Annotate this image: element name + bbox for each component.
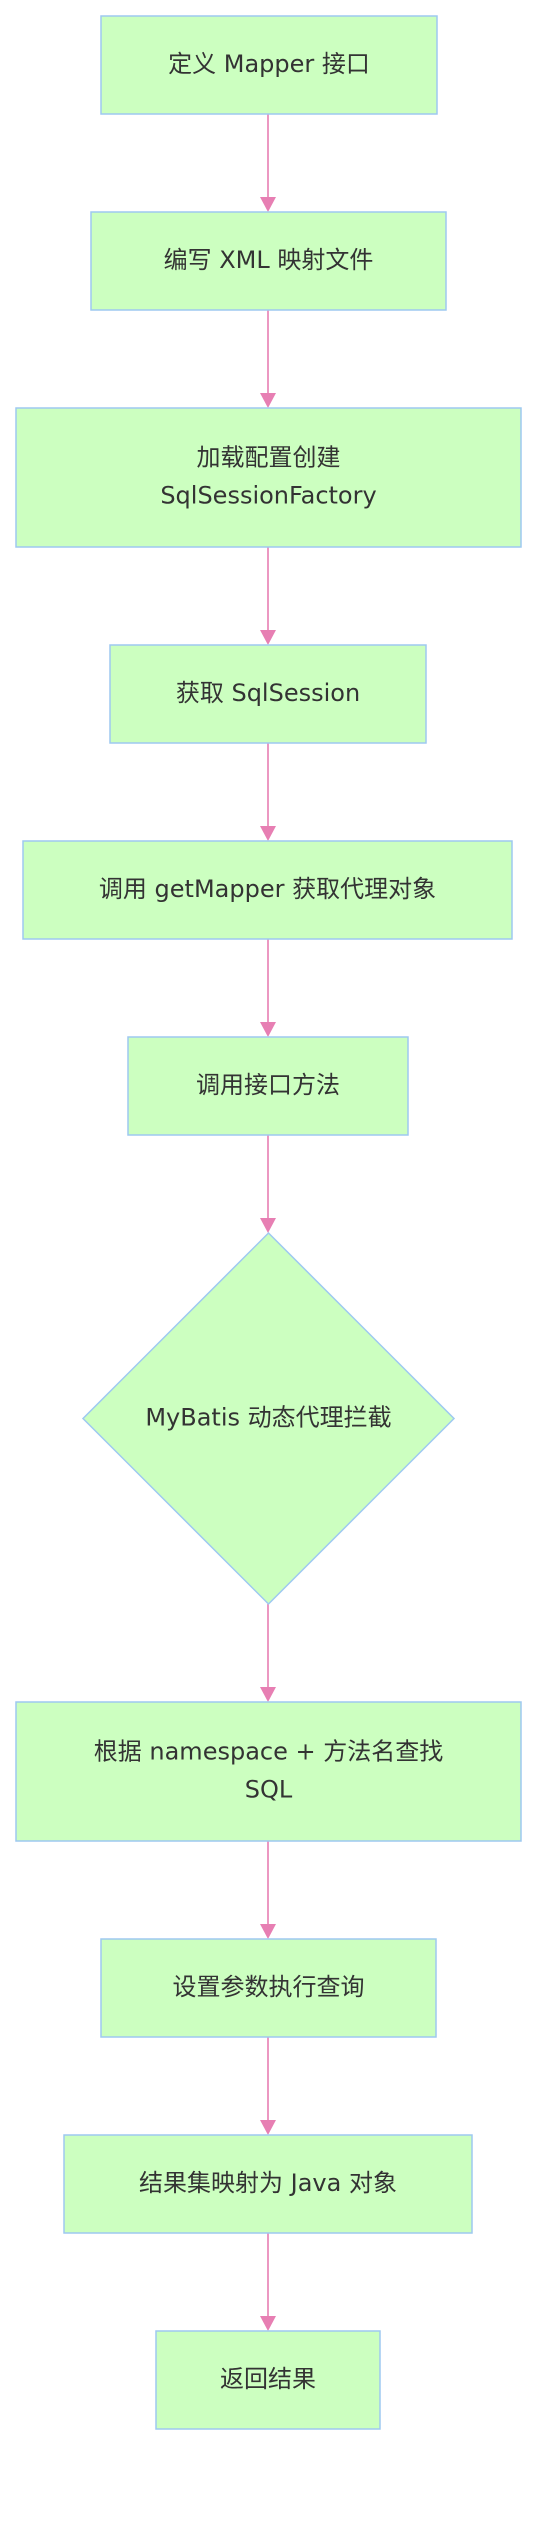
node-label: 定义 Mapper 接口	[168, 50, 370, 78]
node-define-mapper: 定义 Mapper 接口	[100, 15, 438, 115]
node-call-method: 调用接口方法	[127, 1036, 409, 1136]
arrowhead-icon	[260, 2316, 276, 2331]
node-label: 结果集映射为 Java 对象	[139, 2169, 397, 2197]
arrowhead-icon	[260, 826, 276, 841]
node-label: 返回结果	[220, 2365, 316, 2393]
process-box	[15, 1701, 522, 1842]
decision-diamond	[81, 1231, 456, 1606]
node-get-mapper: 调用 getMapper 获取代理对象	[22, 840, 513, 940]
process-box	[100, 1938, 437, 2038]
edge-call-method-to-proxy-intercept	[260, 1135, 276, 1233]
process-box	[63, 2134, 473, 2234]
arrowhead-icon	[260, 197, 276, 212]
process-box	[155, 2330, 381, 2430]
arrowhead-icon	[260, 393, 276, 408]
node-label: 调用 getMapper 获取代理对象	[99, 875, 436, 903]
node-label: MyBatis 动态代理拦截	[145, 1404, 391, 1432]
node-proxy-intercept: MyBatis 动态代理拦截	[81, 1231, 456, 1606]
node-map-result: 结果集映射为 Java 对象	[63, 2134, 473, 2234]
edge-map-result-to-return-result	[260, 2233, 276, 2331]
arrowhead-icon	[260, 1022, 276, 1037]
process-box	[109, 644, 427, 744]
process-box	[127, 1036, 409, 1136]
edge-create-factory-to-get-session	[260, 547, 276, 645]
arrowhead-icon	[260, 630, 276, 645]
node-label: SqlSessionFactory	[160, 482, 376, 510]
process-box	[22, 840, 513, 940]
edge-find-sql-to-execute-query	[260, 1841, 276, 1939]
arrowhead-icon	[260, 1687, 276, 1702]
edge-define-mapper-to-write-xml	[260, 114, 276, 212]
node-label: 调用接口方法	[196, 1071, 340, 1099]
node-label: 获取 SqlSession	[176, 679, 360, 707]
node-find-sql: 根据 namespace + 方法名查找 SQL	[15, 1701, 522, 1842]
process-box	[100, 15, 438, 115]
edge-write-xml-to-create-factory	[260, 310, 276, 408]
node-label: SQL	[245, 1776, 293, 1804]
arrowhead-icon	[260, 1924, 276, 1939]
arrowhead-icon	[260, 1218, 276, 1233]
node-label: 加载配置创建	[197, 444, 341, 472]
arrowhead-icon	[260, 2120, 276, 2135]
edge-execute-query-to-map-result	[260, 2037, 276, 2135]
node-label: 设置参数执行查询	[173, 1973, 365, 2001]
node-execute-query: 设置参数执行查询	[100, 1938, 437, 2038]
edge-get-mapper-to-call-method	[260, 939, 276, 1037]
node-create-factory: 加载配置创建 SqlSessionFactory	[15, 407, 522, 548]
node-get-session: 获取 SqlSession	[109, 644, 427, 744]
node-return-result: 返回结果	[155, 2330, 381, 2430]
edge-proxy-intercept-to-find-sql	[260, 1604, 276, 1702]
node-label: 编写 XML 映射文件	[164, 246, 374, 274]
process-box	[90, 211, 447, 311]
process-box	[15, 407, 522, 548]
edge-get-session-to-get-mapper	[260, 743, 276, 841]
node-label: 根据 namespace + 方法名查找	[94, 1738, 443, 1766]
node-write-xml: 编写 XML 映射文件	[90, 211, 447, 311]
edges-layer	[260, 114, 276, 2331]
